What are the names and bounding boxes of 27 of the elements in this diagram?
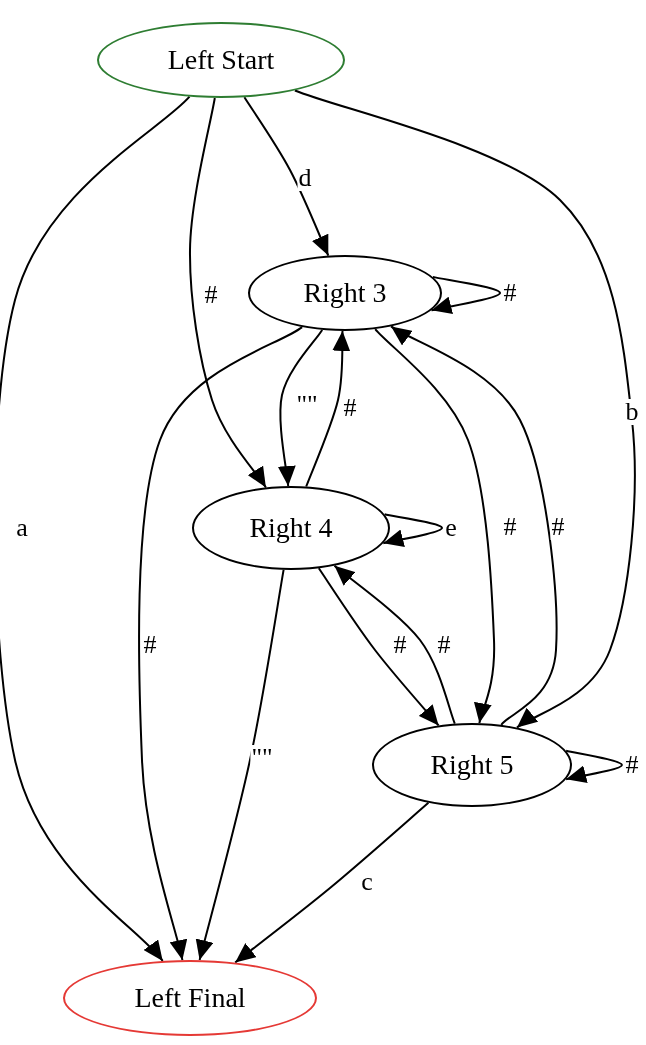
arrow <box>390 325 558 726</box>
state-ellipse <box>97 22 345 98</box>
edge-label: b <box>624 399 640 425</box>
state-label: Right 4 <box>249 512 333 544</box>
arrow <box>565 749 623 784</box>
arrow <box>305 330 351 488</box>
state-ellipse <box>248 255 442 331</box>
state-label: Left Start <box>167 44 275 76</box>
arrow <box>243 96 330 257</box>
arrow <box>189 97 267 489</box>
state-label: Right 3 <box>303 277 387 309</box>
arrow <box>293 89 636 729</box>
arrow <box>382 513 443 548</box>
state-ellipse <box>192 486 390 570</box>
arrow <box>317 567 440 727</box>
state-label: Right 5 <box>430 749 514 781</box>
arrow <box>234 801 430 964</box>
arrow <box>195 568 285 962</box>
arrow <box>430 275 501 315</box>
state-ellipse <box>372 723 572 807</box>
state-ellipse <box>63 960 317 1036</box>
state-label: Left Final <box>134 982 246 1014</box>
arrow <box>374 328 496 725</box>
arrow <box>277 328 324 487</box>
arrow <box>333 564 456 725</box>
arrow <box>0 95 191 962</box>
arrow <box>138 326 304 962</box>
